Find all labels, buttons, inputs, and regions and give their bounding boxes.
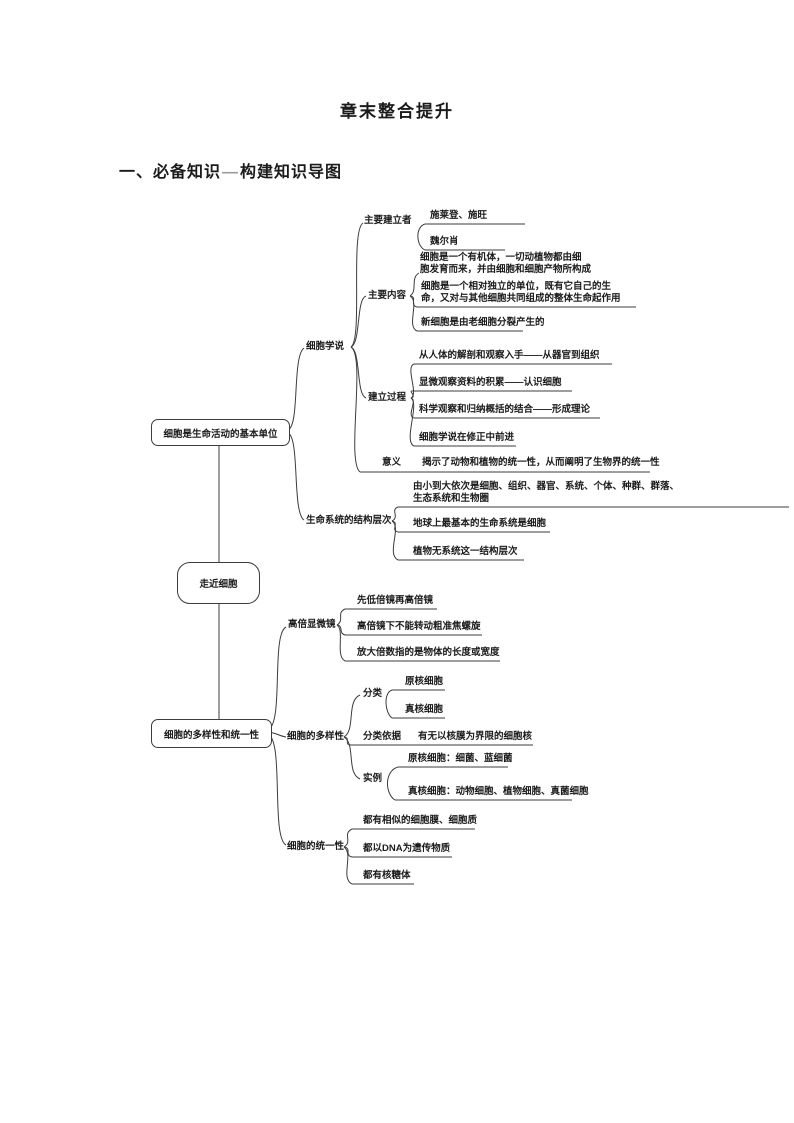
leaf-low-power-first: 先低倍镜再高倍镜 [357,595,434,606]
section-heading-dash: — [222,164,240,181]
leaf-levels-order-line2: 生态系统和生物圈 [413,493,490,504]
leaf-founder-schleiden-schwann: 施莱登、施旺 [430,210,488,221]
node-classification-basis: 分类依据 [363,731,402,742]
leaf-dna-genetic-material: 都以DNA为遗传物质 [363,843,451,854]
node-main-content: 主要内容 [368,290,407,301]
leaf-microscopy-accumulation: 显微观察资料的积累——认识细胞 [419,377,562,388]
leaf-similar-membrane: 都有相似的细胞膜、细胞质 [363,815,478,826]
node-establish-process: 建立过程 [368,392,407,403]
node-founders: 主要建立者 [364,215,412,226]
leaf-new-cells: 新细胞是由老细胞分裂产生的 [421,317,545,328]
leaf-prokaryotic-cell: 原核细胞 [405,676,444,687]
node-classification: 分类 [363,688,383,699]
leaf-plant-no-system: 植物无系统这一结构层次 [413,546,518,557]
node-significance: 意义 [382,457,402,468]
leaf-levels-order-line1: 由小到大依次是细胞、组织、器官、系统、个体、种群、群落、 [413,481,680,492]
leaf-founder-virchow: 魏尔肖 [430,236,459,247]
node-cell-theory: 细胞学说 [306,341,345,352]
leaf-significance-text: 揭示了动物和植物的统一性，从而阐明了生物界的统一性 [422,457,660,468]
node-examples: 实例 [363,773,383,784]
section-heading-rest: 构建知识导图 [240,164,343,181]
node-diversity-unity-box: 细胞的多样性和统一性 [151,719,272,748]
node-high-power-microscope: 高倍显微镜 [288,619,336,630]
node-cell-unity: 细胞的统一性 [287,841,345,852]
leaf-ribosome: 都有核糖体 [363,870,411,881]
leaf-independent-unit-line2: 命，又对与其他细胞共同组成的整体生命起作用 [421,293,621,304]
page-title: 章末整合提升 [340,102,454,121]
leaf-no-coarse-knob: 高倍镜下不能转动粗准焦螺旋 [357,621,481,632]
leaf-anatomy-observation: 从人体的解剖和观察入手——从器官到组织 [419,350,600,361]
leaf-levels-order: 由小到大依次是细胞、组织、器官、系统、个体、种群、群落、 生态系统和生物圈 [413,481,679,505]
leaf-basis-text: 有无以核膜为界限的细胞核 [418,731,533,742]
section-heading: 一、必备知识—构建知识导图 [119,158,342,182]
leaf-scientific-induction: 科学观察和归纳概括的结合——形成理论 [419,404,591,415]
section-heading-number: 一、必备知识 [119,164,222,181]
leaf-cell-organism-line2: 胞发育而来，并由细胞和细胞产物所构成 [420,264,592,275]
leaf-basic-life-system: 地球上最基本的生命系统是细胞 [413,518,547,529]
leaf-eukaryotic-cell: 真核细胞 [405,704,444,715]
node-cell-diversity: 细胞的多样性 [287,731,345,742]
leaf-eukaryote-examples: 真核细胞：动物细胞、植物细胞、真菌细胞 [408,786,589,797]
node-life-system-levels: 生命系统的结构层次 [306,515,392,526]
leaf-independent-unit: 细胞是一个相对独立的单位，既有它自己的生 命，又对与其他细胞共同组成的整体生命起… [421,281,621,305]
node-basic-unit-box: 细胞是生命活动的基本单位 [151,419,290,446]
leaf-prokaryote-examples: 原核细胞：细菌、蓝细菌 [408,753,513,764]
leaf-magnification-meaning: 放大倍数指的是物体的长度或宽度 [357,647,500,658]
leaf-cell-organism: 细胞是一个有机体，一切动植物都由细 胞发育而来，并由细胞和细胞产物所构成 [420,252,591,276]
leaf-independent-unit-line1: 细胞是一个相对独立的单位，既有它自己的生 [421,281,612,292]
leaf-theory-revision: 细胞学说在修正中前进 [419,432,515,443]
node-root-box: 走近细胞 [177,562,260,604]
leaf-cell-organism-line1: 细胞是一个有机体，一切动植物都由细 [420,252,582,263]
